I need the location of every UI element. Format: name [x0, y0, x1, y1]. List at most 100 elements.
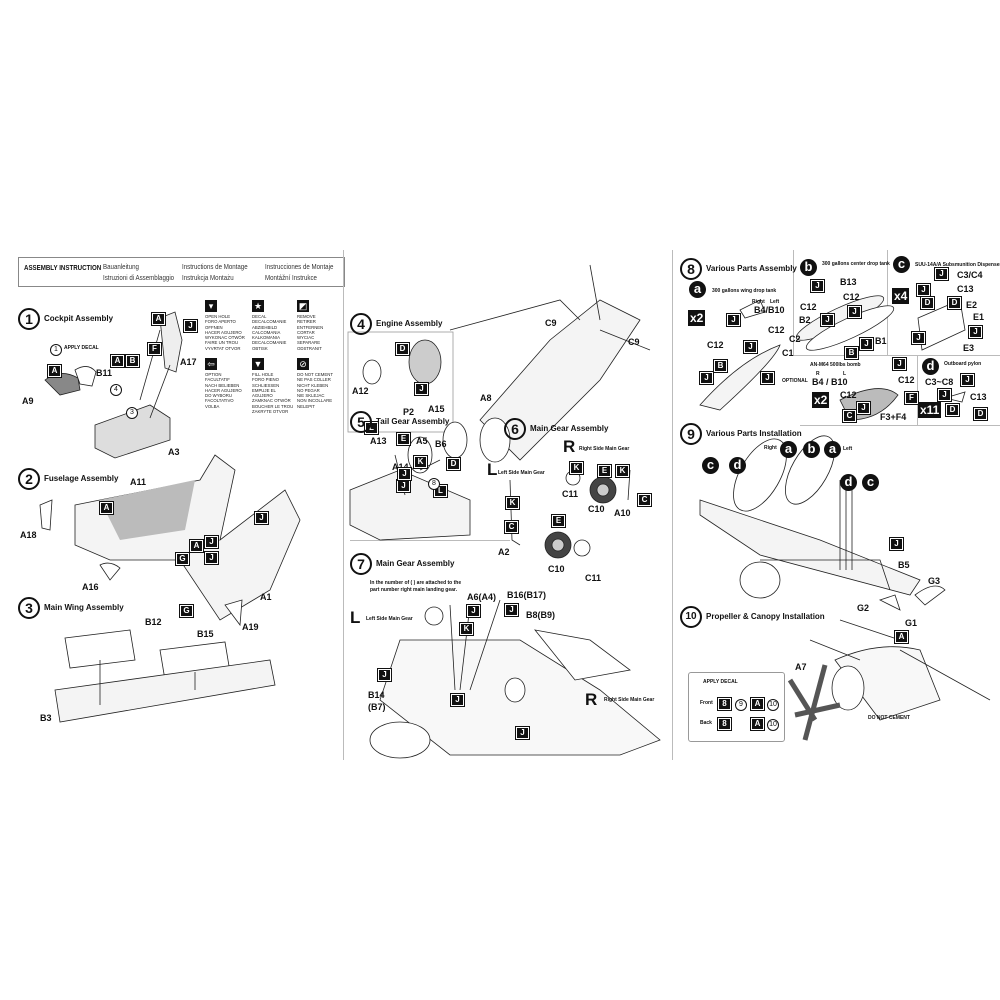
part-label: A3	[168, 447, 180, 457]
part-label: B13	[840, 277, 857, 287]
part-tree-box: J	[699, 371, 714, 385]
part-tree-box: A	[189, 539, 204, 553]
panel-divider	[800, 425, 1000, 426]
do-not-cement-icon: ⊘	[297, 358, 309, 370]
step-title: Cockpit Assembly	[44, 314, 114, 323]
part-label: A17	[180, 357, 197, 367]
decal-number: 3	[126, 407, 138, 419]
part-label: A10	[614, 508, 631, 518]
step-number: 6	[504, 418, 526, 440]
part-tree-box: J	[892, 357, 907, 371]
part-label: B5	[898, 560, 910, 570]
legend-text: REMOVE	[297, 314, 316, 319]
part-label: C3/C4	[957, 270, 983, 280]
part-tree-box: J	[183, 319, 198, 333]
legend-text: HACER AGUJERO	[205, 387, 242, 393]
note-text: Outboard pylon	[944, 361, 982, 367]
legend-text: WYKONAC OTWÓR	[205, 335, 245, 341]
legend-text: SEPARARE	[297, 340, 321, 346]
part-label: B2	[799, 315, 811, 325]
step-number: 10	[680, 606, 702, 628]
cockpit-tub-drawing	[44, 311, 183, 459]
part-label: A18	[20, 530, 37, 540]
note-text: Front	[700, 700, 713, 706]
part-tree-box: D	[973, 407, 988, 421]
part-tree-box: A	[750, 717, 765, 731]
open-hole-icon: ▾	[205, 300, 217, 312]
part-tree-box: J	[934, 267, 949, 281]
legend-text: ENTFERNEN	[297, 324, 324, 330]
part-tree-box: D	[446, 457, 461, 471]
quantity-badge: x4	[892, 288, 910, 304]
part-tree-box: J	[847, 305, 862, 319]
language-title: Instructions de Montage	[182, 262, 248, 271]
part-tree-box: B	[125, 354, 140, 368]
side-indicator: R	[563, 437, 576, 456]
sub-step-badge: a	[824, 441, 841, 458]
part-tree-box: J	[820, 313, 835, 327]
note-text: In the number of ( ) are attached to the	[370, 580, 462, 586]
legend-text: NON INCOLLARE	[297, 398, 333, 404]
note-text: Left	[770, 299, 780, 305]
part-label: G3	[928, 576, 941, 586]
quantity-badge: x11	[918, 402, 942, 418]
part-label: C12	[898, 375, 915, 385]
step-title: Engine Assembly	[376, 319, 443, 328]
part-label: C12	[768, 325, 785, 335]
legend-text: FACULTATIF	[205, 377, 230, 383]
legend-text: NO PEGAR	[297, 387, 320, 393]
part-tree-box: D	[947, 296, 962, 310]
part-tree-box: K	[459, 622, 474, 636]
step-number: 9	[680, 423, 702, 445]
part-tree-box: D	[395, 342, 410, 356]
legend-text: OFFNEN	[205, 324, 223, 330]
legend-text: BOUCHER LE TROU	[252, 403, 294, 409]
part-tree-box: C	[842, 409, 857, 423]
panel-divider	[350, 540, 510, 541]
remove-icon: ◩	[297, 300, 309, 312]
language-title: Instrukcja Montażu	[182, 273, 234, 282]
part-label: B15	[197, 629, 214, 639]
part-label: A6(A4)	[467, 592, 497, 602]
step-title: Fuselage Assembly	[44, 474, 119, 483]
part-label: C12	[800, 302, 817, 312]
legend-text: DO WYBORU	[205, 393, 232, 399]
header-title: ASSEMBLY INSTRUCTION	[24, 263, 102, 272]
legend-text: DECALCOMANIE	[252, 340, 287, 346]
part-tree-box: J	[450, 693, 465, 707]
part-tree-box: J	[254, 511, 269, 525]
part-tree-box: J	[504, 603, 519, 617]
legend-text: NICHT KLEBEN	[297, 382, 329, 388]
part-label: C3~C8	[925, 377, 954, 387]
part-label: B3	[40, 713, 52, 723]
step-title: Various Parts Assembly	[706, 264, 797, 273]
legend-text: FAIRE UN TROU	[205, 340, 239, 346]
legend-text: ZAKRYTE OTVOR	[252, 409, 289, 415]
part-tree-box: D	[920, 296, 935, 310]
part-tree-box: J	[889, 537, 904, 551]
decal-number: 8	[428, 478, 440, 490]
note-text: SUU-14A/A Subsmunition Dispenser	[915, 262, 1000, 268]
part-tree-box: G	[179, 604, 194, 618]
landing-gear-aircraft-drawing	[369, 599, 661, 759]
legend-text: DECAL	[252, 314, 267, 319]
main-wing-drawing	[54, 629, 276, 723]
part-tree-box: J	[466, 604, 481, 618]
step-number: 7	[350, 553, 372, 575]
part-label: A19	[242, 622, 259, 632]
step-number: 2	[18, 468, 40, 490]
part-label: B4/B10	[754, 305, 785, 315]
note-text: Right Side Main Gear	[604, 697, 655, 703]
note-text: 300 gallons center drop tank	[822, 261, 890, 267]
decal-icon: ★	[252, 300, 264, 312]
legend-text: RETIRER	[297, 319, 316, 325]
step-number: 8	[680, 258, 702, 280]
part-label: C10	[548, 564, 565, 574]
fuselage-drawing	[39, 454, 301, 627]
part-label: A15	[428, 404, 445, 414]
part-label: C11	[585, 573, 602, 583]
